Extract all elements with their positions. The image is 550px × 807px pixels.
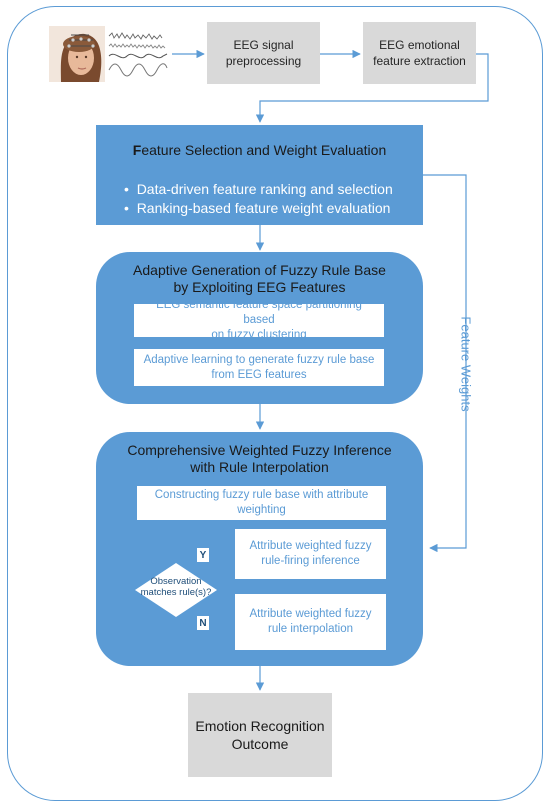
bullet-item: • Ranking-based feature weight evaluatio… (124, 200, 391, 216)
construct-rule-base-box: Constructing fuzzy rule base with attrib… (137, 486, 386, 520)
rule-firing-inference-box: Attribute weighted fuzzy rule-firing inf… (235, 529, 386, 579)
feature-weights-text: Feature Weights (458, 316, 474, 412)
preprocessing-step: EEG signal preprocessing (207, 22, 320, 84)
title-initial: F (132, 142, 142, 158)
feature-selection-title: Feature Selection and Weight Evaluation (96, 142, 423, 158)
weighted-inference-block: Comprehensive Weighted Fuzzy Inference w… (96, 432, 423, 666)
feature-weights-line (423, 174, 467, 553)
bullet-text-2: Ranking-based feature weight evaluation (136, 200, 391, 216)
title-rest: eature Selection and Weight Evaluation (141, 142, 387, 158)
rule-interpolation-box: Attribute weighted fuzzy rule interpolat… (235, 594, 386, 650)
decision-diamond (135, 563, 217, 617)
eeg-subject-photo (49, 26, 105, 82)
feature-extraction-step: EEG emotional feature extraction (363, 22, 476, 84)
weighted-inference-title: Comprehensive Weighted Fuzzy Inference w… (127, 442, 392, 475)
emotion-outcome-box: Emotion Recognition Outcome (188, 693, 332, 777)
feature-selection-bullets: • Data-driven feature ranking and select… (124, 180, 419, 218)
clustering-partition-box: EEG semantic feature space partitioning … (134, 299, 384, 341)
outer-frame (7, 6, 543, 801)
yes-branch-label: Y (197, 548, 209, 562)
adaptive-generation-title: Adaptive Generation of Fuzzy Rule Base b… (133, 262, 386, 295)
adaptive-generation-block: Adaptive Generation of Fuzzy Rule Base b… (96, 252, 423, 404)
eeg-waveform-icon (107, 30, 169, 78)
decision-question: Observation matches rule(s)? (140, 576, 212, 598)
feature-selection-block: Feature Selection and Weight Evaluation … (96, 125, 423, 225)
no-branch-label: N (197, 616, 209, 630)
arrow-extract-to-selection (255, 53, 489, 123)
bullet-item: • Data-driven feature ranking and select… (124, 181, 393, 197)
rule-base-learning-box: Adaptive learning to generate fuzzy rule… (134, 349, 384, 386)
bullet-text-1: Data-driven feature ranking and selectio… (136, 181, 393, 197)
feature-weights-label: Feature Weights (456, 294, 476, 434)
